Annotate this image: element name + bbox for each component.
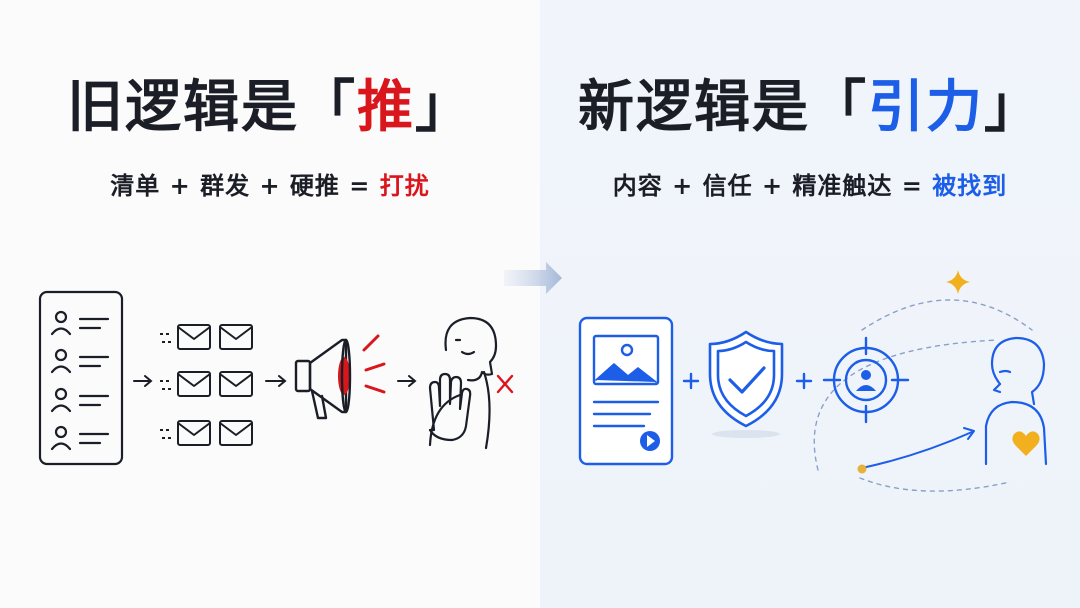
arrow-right-icon [265,375,287,387]
new-title-accent: 引力 [868,75,984,140]
old-title-accent: 推 [357,75,415,140]
arrow-right-icon [133,375,153,387]
old-formula-plus: + [169,172,191,200]
shield-check-icon [708,330,784,438]
plus-icon [682,372,700,390]
bulk-email-icon [160,324,253,446]
old-formula-plus: + [259,172,281,200]
old-formula-term: 硬推 [289,172,340,200]
old-formula-term: 清单 [110,172,161,200]
old-title-suffix: 」 [415,75,473,140]
contact-list-icon [38,290,124,466]
transition-arrow-icon [504,262,562,294]
new-logic-panel: 新逻辑是「引力」 内容 + 信任 + 精准触达 = 被找到 [540,0,1080,608]
old-formula-equals: = [349,172,371,200]
orbit-lines [813,299,1033,492]
new-logic-title: 新逻辑是「引力」 [540,62,1080,143]
new-formula-term: 内容 [612,172,663,200]
old-title-prefix: 旧逻辑是「 [67,75,357,140]
target-person-icon [822,336,910,424]
noise-lines [362,334,386,394]
sparkle-icon [946,270,970,294]
new-formula-plus: + [761,172,784,200]
old-logic-illustration [38,290,514,466]
plus-icon [795,372,813,390]
megaphone-icon [294,338,352,420]
content-card-icon [578,316,674,466]
arrow-right-icon [397,375,417,387]
old-logic-formula: 清单 + 群发 + 硬推 = 打扰 [0,166,540,201]
new-logic-formula: 内容 + 信任 + 精准触达 = 被找到 [540,166,1080,201]
new-formula-term: 信任 [702,172,753,200]
old-logic-panel: 旧逻辑是「推」 清单 + 群发 + 硬推 = 打扰 [0,62,540,466]
new-formula-result: 被找到 [932,172,1008,200]
reject-x-icon [496,374,514,394]
new-title-suffix: 」 [984,75,1042,140]
old-formula-term: 群发 [200,172,251,200]
old-formula-result: 打扰 [379,172,430,200]
new-formula-plus: + [672,172,694,200]
old-logic-title: 旧逻辑是「推」 [0,62,540,143]
new-logic-illustration [578,270,1048,492]
new-formula-term: 精准触达 [792,172,893,200]
person-rejecting-icon [428,316,498,450]
new-formula-equals: = [901,172,923,200]
attracted-person-icon [984,336,1048,466]
new-title-prefix: 新逻辑是「 [578,75,868,140]
